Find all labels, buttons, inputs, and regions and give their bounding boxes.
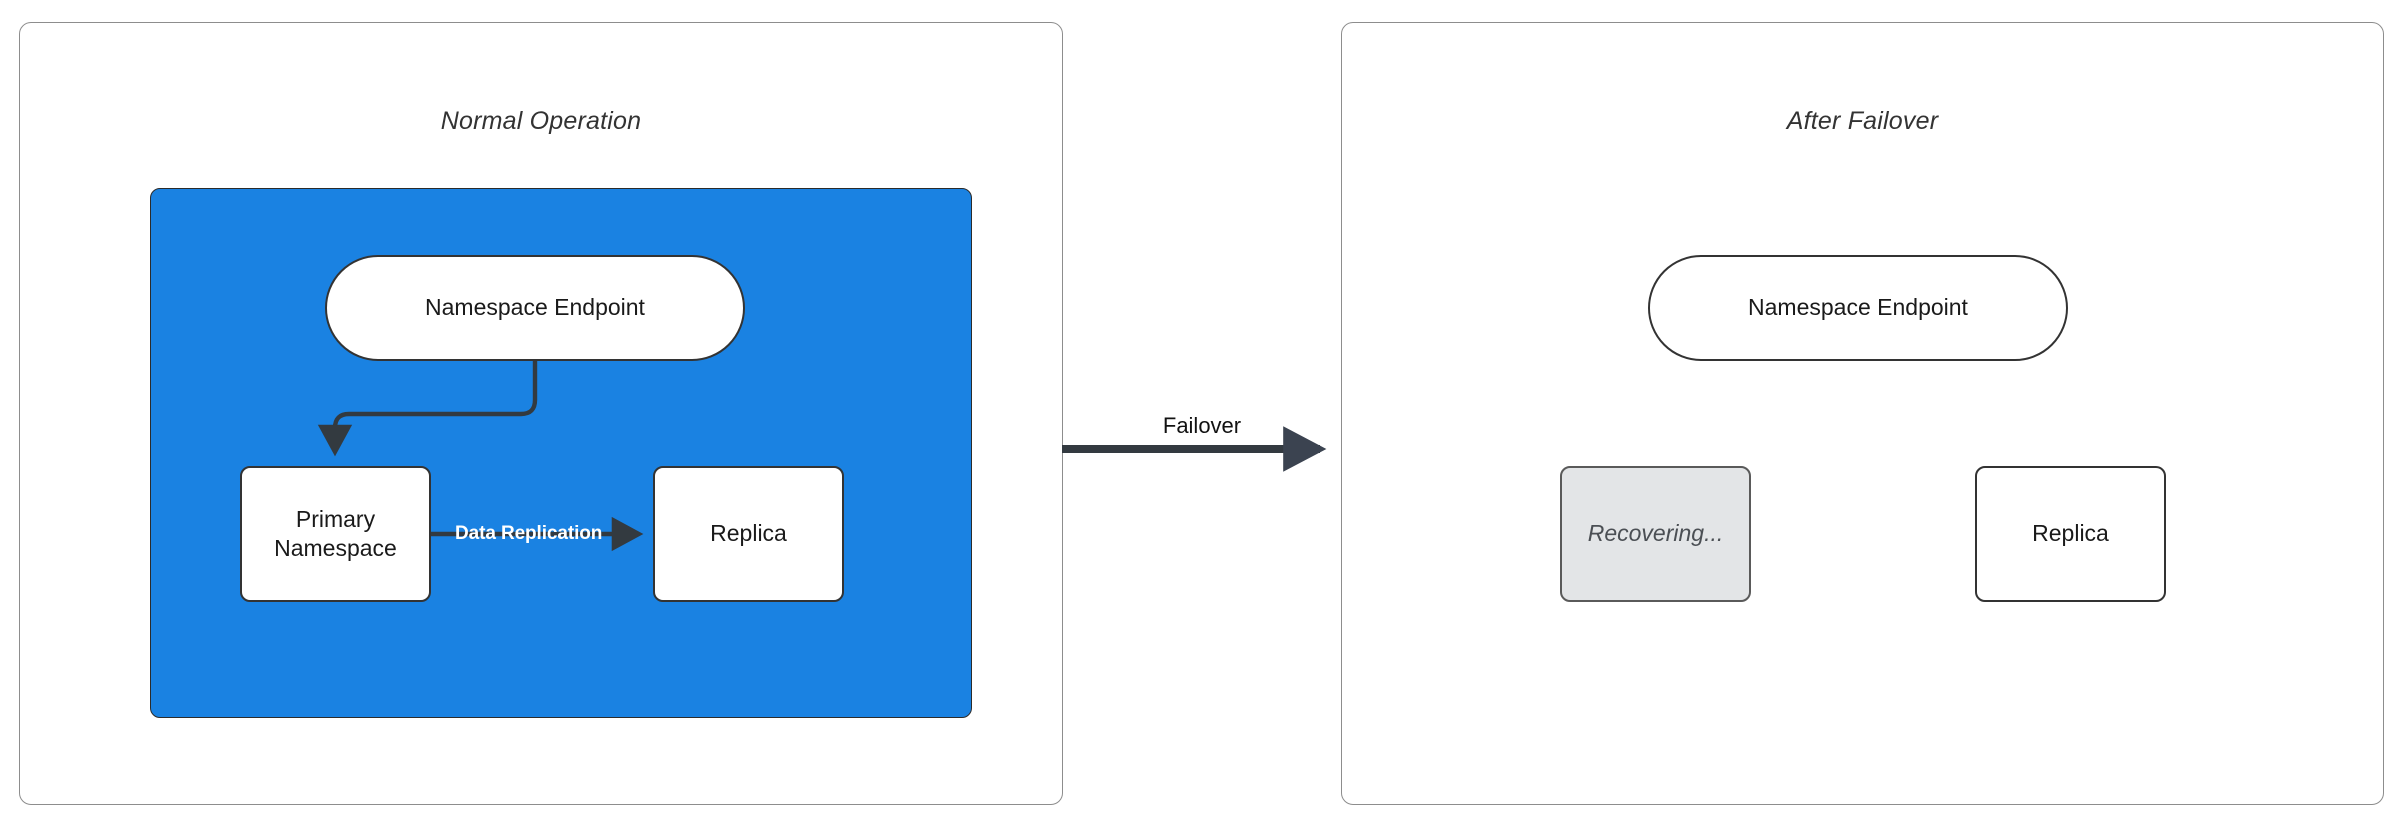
- node-recovering-label: Recovering...: [1587, 520, 1724, 547]
- node-replica-failover[interactable]: Replica: [1975, 466, 2166, 602]
- node-namespace-endpoint-normal[interactable]: Namespace Endpoint: [325, 255, 745, 361]
- panel-normal-operation: Normal Operation: [19, 22, 1063, 805]
- node-namespace-endpoint-failover[interactable]: Namespace Endpoint: [1648, 255, 2068, 361]
- node-recovering[interactable]: Recovering...: [1560, 466, 1751, 602]
- node-primary-namespace-label: Primary Namespace: [274, 505, 397, 564]
- panel-after-failover: After Failover: [1341, 22, 2384, 805]
- node-namespace-endpoint-failover-label: Namespace Endpoint: [1748, 294, 1968, 321]
- panel-normal-operation-title: Normal Operation: [440, 107, 642, 135]
- edge-label-failover: Failover: [1162, 413, 1242, 438]
- node-primary-namespace-label-line2: Namespace: [274, 535, 397, 561]
- edge-label-data-replication: Data Replication: [455, 523, 603, 544]
- node-replica-normal[interactable]: Replica: [653, 466, 844, 602]
- node-primary-namespace-label-line1: Primary: [295, 505, 376, 532]
- panel-after-failover-title: After Failover: [1786, 107, 1939, 135]
- node-replica-failover-label: Replica: [2032, 520, 2109, 547]
- node-primary-namespace[interactable]: Primary Namespace: [240, 466, 431, 602]
- node-replica-normal-label: Replica: [710, 520, 787, 547]
- node-namespace-endpoint-normal-label: Namespace Endpoint: [425, 294, 645, 321]
